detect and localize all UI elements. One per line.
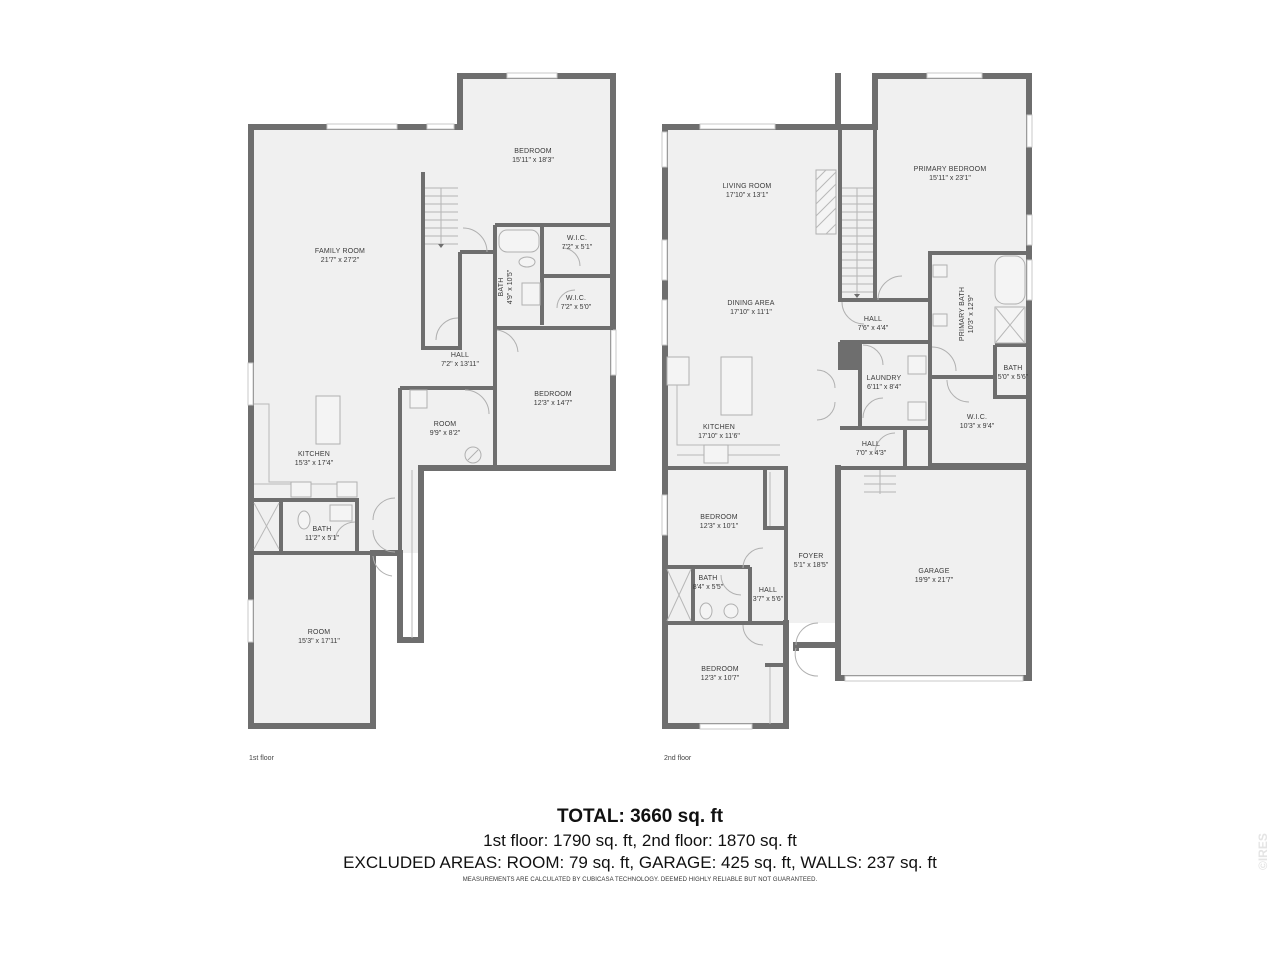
room-dimensions: 5'0" x 5'6" <box>998 374 1029 381</box>
room-label: HALL <box>759 587 777 594</box>
room-label: HALL <box>862 441 880 448</box>
room-label: W.I.C. <box>967 414 987 421</box>
room-dimensions: 15'3" x 17'4" <box>295 460 334 467</box>
room-dimensions: 7'0" x 4'3" <box>856 450 887 457</box>
watermark: ©IRES <box>1256 833 1270 870</box>
room-label: PRIMARY BATH <box>959 287 966 341</box>
room-dimensions: 10'3" x 9'4" <box>960 423 995 430</box>
excluded-areas: EXCLUDED AREAS: ROOM: 79 sq. ft, GARAGE:… <box>343 853 937 872</box>
room-dimensions: 17'10" x 11'6" <box>698 433 740 440</box>
room-dimensions: 12'3" x 14'7" <box>534 400 573 407</box>
room-label: W.I.C. <box>566 295 586 302</box>
room-label: LAUNDRY <box>867 375 902 382</box>
room-label: DINING AREA <box>727 300 774 307</box>
first-floor-plan: FAMILY ROOM 21'7" x 27'2" BEDROOM 15'11"… <box>247 72 617 762</box>
room-label: LIVING ROOM <box>723 183 772 190</box>
room-label: GARAGE <box>918 568 949 575</box>
room-label: KITCHEN <box>298 451 330 458</box>
room-label: KITCHEN <box>703 424 735 431</box>
room-dimensions: 8'4" x 5'5" <box>693 584 724 591</box>
second-floor-plan: LIVING ROOM 17'10" x 13'1" PRIMARY BEDRO… <box>661 72 1033 762</box>
room-dimensions: 21'7" x 27'2" <box>321 257 360 264</box>
room-label: FAMILY ROOM <box>315 248 365 255</box>
room-dimensions: 17'10" x 11'1" <box>730 309 772 316</box>
room-dimensions: 11'2" x 5'1" <box>305 535 339 542</box>
room-label: BATH <box>498 278 505 297</box>
room-dimensions: 7'2" x 5'0" <box>561 304 592 311</box>
room-dimensions: 12'3" x 10'1" <box>700 523 739 530</box>
room-dimensions: 3'7" x 5'6" <box>753 596 784 603</box>
room-label: BEDROOM <box>701 666 739 673</box>
room-label: HALL <box>451 352 469 359</box>
room-dimensions: 19'9" x 21'7" <box>915 577 954 584</box>
floor-label-1st: 1st floor <box>249 755 275 762</box>
room-label: BEDROOM <box>700 514 738 521</box>
room-label: ROOM <box>434 421 457 428</box>
room-label: HALL <box>864 316 882 323</box>
room-label: PRIMARY BEDROOM <box>914 166 987 173</box>
room-dimensions: 7'2" x 5'1" <box>562 244 593 251</box>
room-dimensions: 7'2" x 13'11" <box>441 361 479 368</box>
room-label: BEDROOM <box>534 391 572 398</box>
room-dimensions: 10'3" x 12'9" <box>968 294 975 333</box>
floor-areas: 1st floor: 1790 sq. ft, 2nd floor: 1870 … <box>483 831 797 850</box>
room-dimensions: 7'6" x 4'4" <box>858 325 889 332</box>
room-label: ROOM <box>308 629 331 636</box>
room-label: W.I.C. <box>567 235 587 242</box>
floor-label-2nd: 2nd floor <box>664 755 692 762</box>
room-label: BATH <box>313 526 332 533</box>
room-dimensions: 12'3" x 10'7" <box>701 675 740 682</box>
room-label: BEDROOM <box>514 148 552 155</box>
room-label: BATH <box>1004 365 1023 372</box>
room-dimensions: 5'1" x 18'5" <box>794 562 829 569</box>
room-dimensions: 15'11" x 18'3" <box>512 157 554 164</box>
room-label: FOYER <box>798 553 823 560</box>
room-dimensions: 9'9" x 8'2" <box>430 430 461 437</box>
room-label: BATH <box>699 575 718 582</box>
room-dimensions: 6'11" x 8'4" <box>867 384 901 391</box>
room-dimensions: 17'10" x 13'1" <box>726 192 769 199</box>
measurement-disclaimer: MEASUREMENTS ARE CALCULATED BY CUBICASA … <box>462 877 818 883</box>
room-dimensions: 15'11" x 23'1" <box>929 175 971 182</box>
room-dimensions: 4'9" x 10'5" <box>507 269 514 304</box>
total-area: TOTAL: 3660 sq. ft <box>556 806 724 827</box>
room-dimensions: 15'3" x 17'11" <box>298 638 340 645</box>
